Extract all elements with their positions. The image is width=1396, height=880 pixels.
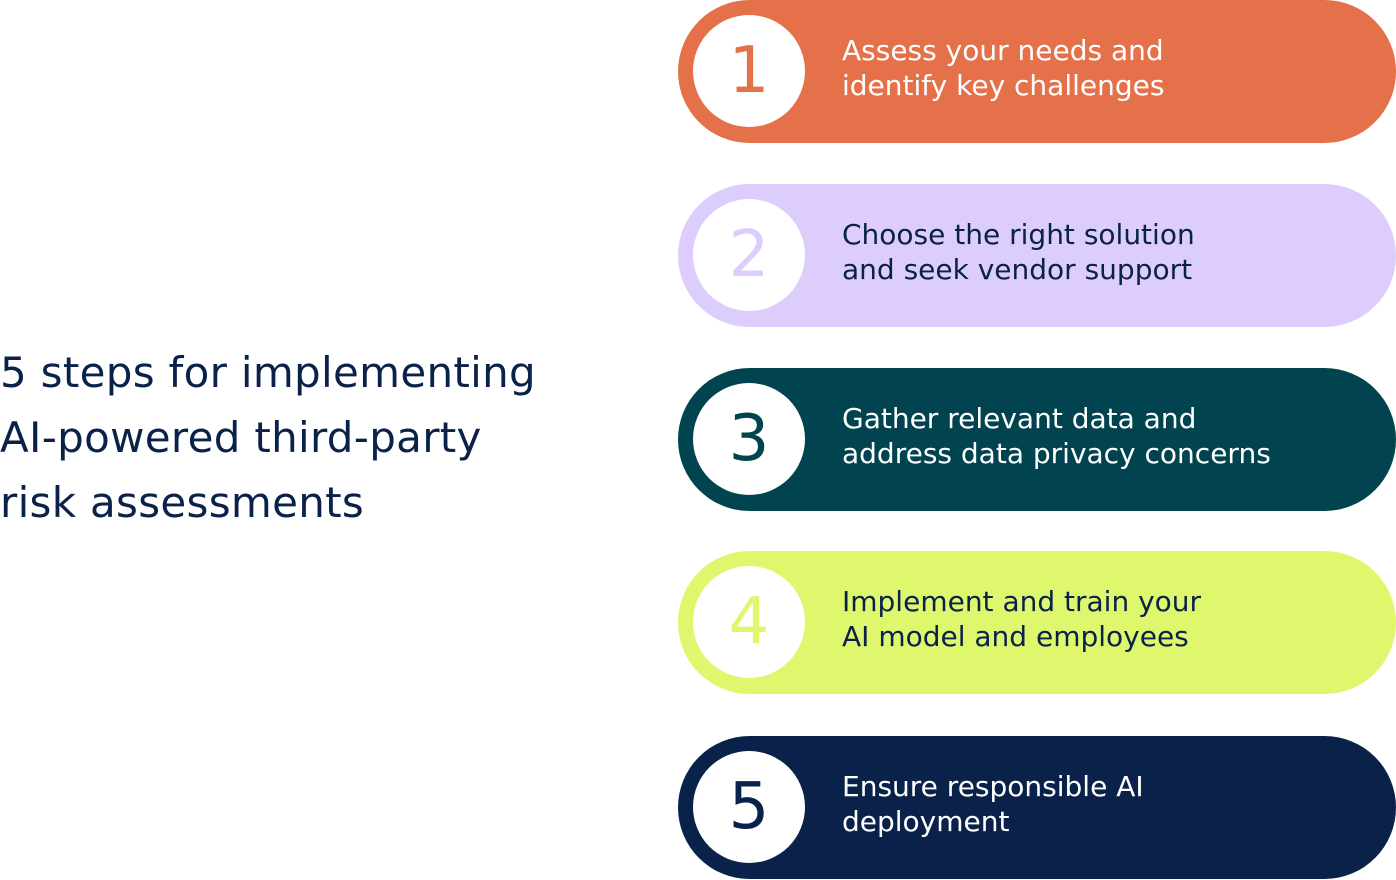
step-text-line: identify key challenges <box>842 69 1165 102</box>
step-text-line: Choose the right solution <box>842 218 1195 251</box>
step-text-line: Ensure responsible AI <box>842 770 1144 803</box>
step-text-line: deployment <box>842 805 1010 838</box>
title-line: AI-powered third-party <box>0 413 482 462</box>
step-text-line: address data privacy concerns <box>842 437 1271 470</box>
step-number-badge: 3 <box>693 383 805 495</box>
step-text-line: Gather relevant data and <box>842 402 1197 435</box>
step-description: Gather relevant data and address data pr… <box>842 401 1271 471</box>
step-number-badge: 5 <box>693 751 805 863</box>
step-2-card: 2 Choose the right solution and seek ven… <box>678 184 1396 327</box>
step-text-line: AI model and employees <box>842 620 1189 653</box>
title-line: risk assessments <box>0 478 365 527</box>
step-number-badge: 1 <box>693 15 805 127</box>
step-5-card: 5 Ensure responsible AI deployment <box>678 736 1396 879</box>
step-3-card: 3 Gather relevant data and address data … <box>678 368 1396 511</box>
step-4-card: 4 Implement and train your AI model and … <box>678 551 1396 694</box>
step-number-badge: 4 <box>693 566 805 678</box>
step-number-badge: 2 <box>693 199 805 311</box>
step-description: Assess your needs and identify key chall… <box>842 33 1164 103</box>
step-description: Implement and train your AI model and em… <box>842 584 1201 654</box>
step-text-line: Implement and train your <box>842 585 1202 618</box>
step-text-line: Assess your needs and <box>842 34 1164 67</box>
step-description: Choose the right solution and seek vendo… <box>842 217 1195 287</box>
page-title: 5 steps for implementing AI-powered thir… <box>0 340 600 535</box>
step-text-line: and seek vendor support <box>842 253 1193 286</box>
step-description: Ensure responsible AI deployment <box>842 769 1144 839</box>
title-line: 5 steps for implementing <box>0 348 536 397</box>
step-1-card: 1 Assess your needs and identify key cha… <box>678 0 1396 143</box>
